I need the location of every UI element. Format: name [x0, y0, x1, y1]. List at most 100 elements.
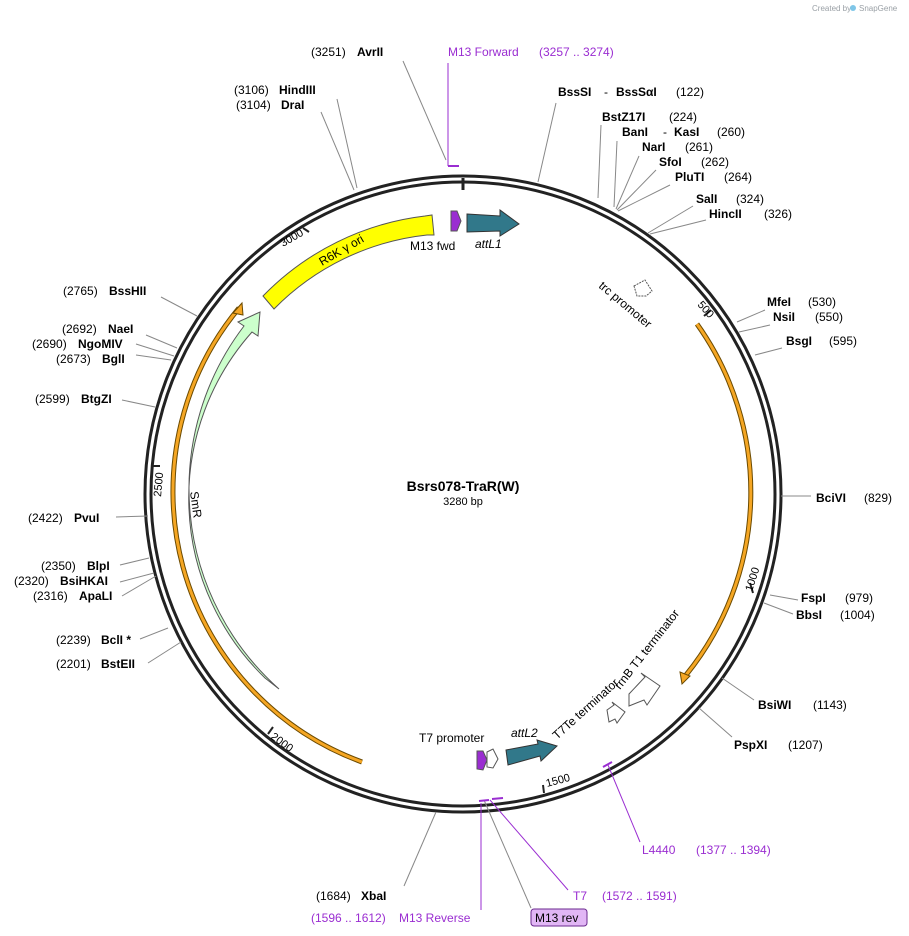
plasmid-name: Bsrs078-TraR(W) [407, 478, 520, 494]
site-hindiii-name[interactable]: HindIII [279, 83, 316, 97]
site-bgli-pos: (2673) [56, 352, 91, 366]
backbone [143, 174, 783, 814]
orf-left-arc-outline [170, 306, 363, 765]
site-blpi-pos: (2350) [41, 559, 76, 573]
site-mfei-name[interactable]: MfeI [767, 295, 791, 309]
primer-l4440-name[interactable]: L4440 [642, 843, 676, 857]
primer-m13-rev-name: M13 rev [535, 911, 578, 925]
site-hincii-name[interactable]: HincII [709, 207, 742, 221]
credit-prefix: Created by [812, 4, 851, 13]
backbone-outer-ring [143, 174, 783, 814]
site-bsssi-pos: (122) [676, 85, 704, 99]
orf-traR-arc[interactable] [684, 323, 753, 676]
site-leader-lines [115, 60, 811, 909]
site-bani-pos: (260) [717, 125, 745, 139]
site-pluti-pos: (264) [724, 170, 752, 184]
feature-smr-label: SmR [187, 490, 205, 519]
site-bsshii-name[interactable]: BssHII [109, 284, 146, 298]
site-bani-name2[interactable]: KasI [674, 125, 699, 139]
site-fspi-name[interactable]: FspI [801, 591, 826, 605]
feature-m13-fwd-label: M13 fwd [410, 239, 455, 253]
feature-attl2-arrow[interactable] [505, 739, 558, 766]
site-btgzi-pos: (2599) [35, 392, 70, 406]
primer-m13-forward-range: (3257 .. 3274) [539, 45, 614, 59]
primer-m13-reverse-name[interactable]: M13 Reverse [399, 911, 471, 925]
site-sali-name[interactable]: SalI [696, 192, 717, 206]
feature-attl1-arrow[interactable] [466, 209, 520, 237]
primer-t7-name[interactable]: T7 [573, 889, 587, 903]
site-xbai-name[interactable]: XbaI [361, 889, 386, 903]
site-bsiwi-pos: (1143) [813, 698, 847, 712]
orf-left-arrowhead [232, 301, 244, 316]
feature-attl2-label: attL2 [511, 726, 538, 740]
site-bsssi-name[interactable]: BssSI [558, 85, 591, 99]
site-bcli-name[interactable]: BclI * [101, 633, 131, 647]
feature-smr-arrow[interactable] [188, 311, 280, 690]
feature-r6k-ori-arrow[interactable] [262, 214, 435, 310]
site-naei-pos: (2692) [62, 322, 97, 336]
site-xbai-pos: (1684) [316, 889, 351, 903]
primer-l4440-range: (1377 .. 1394) [696, 843, 771, 857]
site-pvui-name[interactable]: PvuI [74, 511, 99, 525]
feature-rrnb-t1-terminator-arrow[interactable] [628, 672, 661, 707]
feature-t7-promoter-label: T7 promoter [419, 731, 484, 745]
site-bsiwi-name[interactable]: BsiWI [758, 698, 791, 712]
site-blpi-name[interactable]: BlpI [87, 559, 110, 573]
site-bsgi-pos: (595) [829, 334, 857, 348]
feature-trc-promoter-arrow[interactable] [633, 279, 653, 297]
feature-m13-rev-arrow[interactable] [476, 750, 488, 771]
snapgene-logo-icon [850, 5, 856, 11]
primer-m13-rev-badge[interactable] [530, 908, 588, 927]
orf-left-arc[interactable] [171, 307, 363, 764]
site-apali-name[interactable]: ApaLI [79, 589, 112, 603]
site-hincii-pos: (326) [764, 207, 792, 221]
site-bsshii-pos: (2765) [63, 284, 98, 298]
feature-t7te-terminator-arrow[interactable] [606, 701, 626, 724]
site-avrii-pos: (3251) [311, 45, 346, 59]
credit-brand[interactable]: SnapGene [859, 4, 898, 13]
primer-t7-range: (1572 .. 1591) [602, 889, 677, 903]
tick-500: 500 [695, 299, 716, 321]
site-bstz17i-name[interactable]: BstZ17I [602, 110, 645, 124]
primer-m13-reverse-range: (1596 .. 1612) [311, 911, 386, 925]
site-btgzi-name[interactable]: BtgZI [81, 392, 112, 406]
site-pluti-name[interactable]: PluTI [675, 170, 704, 184]
site-naei-name[interactable]: NaeI [108, 322, 133, 336]
feature-m13-fwd-arrow[interactable] [450, 210, 462, 232]
site-bstz17i-pos: (224) [669, 110, 697, 124]
site-mfei-pos: (530) [808, 295, 836, 309]
site-bsihkai-name[interactable]: BsiHKAI [60, 574, 108, 588]
orf-traR-arrowhead [679, 671, 691, 686]
site-bsteii-name[interactable]: BstEII [101, 657, 135, 671]
site-bcivi-name[interactable]: BciVI [816, 491, 846, 505]
site-nari-pos: (261) [685, 140, 713, 154]
site-bsgi-name[interactable]: BsgI [786, 334, 812, 348]
site-ngomiv-name[interactable]: NgoMIV [78, 337, 123, 351]
site-bbsi-name[interactable]: BbsI [796, 608, 822, 622]
plasmid-size: 3280 bp [443, 496, 483, 508]
site-ngomiv-pos: (2690) [32, 337, 67, 351]
primer-m13-forward-name[interactable]: M13 Forward [448, 45, 519, 59]
site-nari-name[interactable]: NarI [642, 140, 665, 154]
site-pspxi-name[interactable]: PspXI [734, 738, 767, 752]
site-bsteii-pos: (2201) [56, 657, 91, 671]
site-fspi-pos: (979) [845, 591, 873, 605]
site-bani-name[interactable]: BanI [622, 125, 648, 139]
site-avrii-name[interactable]: AvrII [357, 45, 383, 59]
site-sfoi-name[interactable]: SfoI [659, 155, 682, 169]
site-bsihkai-pos: (2320) [14, 574, 49, 588]
primer-leader-lines [447, 63, 641, 910]
backbone-inner-ring [149, 180, 777, 808]
site-nsii-pos: (550) [815, 310, 843, 324]
site-bcli-pos: (2239) [56, 633, 91, 647]
site-drai-name[interactable]: DraI [281, 98, 304, 112]
site-bcivi-pos: (829) [864, 491, 892, 505]
feature-t7-promoter-arrow[interactable] [486, 748, 499, 769]
site-hindiii-pos: (3106) [234, 83, 269, 97]
site-bsssi-name2[interactable]: BssSαI [616, 85, 657, 99]
site-bgli-name[interactable]: BglI [102, 352, 125, 366]
site-nsii-name[interactable]: NsiI [773, 310, 795, 324]
site-sali-pos: (324) [736, 192, 764, 206]
site-bani-dash: - [663, 125, 667, 139]
